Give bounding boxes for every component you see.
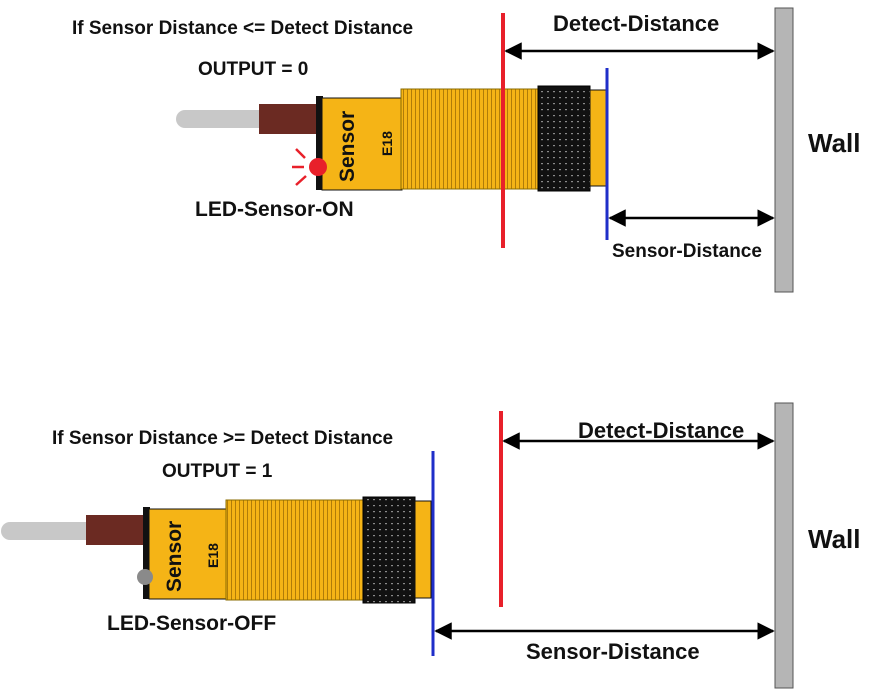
top-model-label: E18 (379, 131, 395, 156)
bottom-wall (774, 402, 794, 689)
bottom-scenario: If Sensor Distance >= Detect Distance OU… (1, 402, 860, 689)
top-sensor-distance-label: Sensor-Distance (612, 241, 762, 262)
bottom-sensor-nut (362, 496, 416, 604)
bottom-output-text: OUTPUT = 1 (162, 461, 273, 482)
bottom-sensor-cap-edge (143, 507, 150, 599)
bottom-led-off-icon (137, 569, 153, 585)
top-cable-gland (259, 104, 319, 134)
top-wall (774, 7, 794, 293)
bottom-wall-label: Wall (808, 524, 860, 554)
top-sensor: Sensor E18 (176, 85, 607, 192)
top-led-label: LED-Sensor-ON (195, 198, 354, 221)
top-sensor-threads (400, 88, 539, 190)
bottom-model-label: E18 (205, 543, 221, 568)
bottom-sensor-head (148, 508, 228, 600)
top-sensor-head (321, 97, 403, 191)
bottom-sensor-tip (414, 500, 432, 599)
top-wall-label: Wall (808, 128, 860, 158)
bottom-cable-gland (86, 515, 146, 545)
bottom-detect-label: Detect-Distance (578, 418, 744, 443)
top-led-on-icon (292, 148, 327, 186)
top-sensor-label: Sensor (336, 111, 359, 182)
bottom-sensor-threads (225, 499, 364, 601)
bottom-sensor-label: Sensor (163, 521, 186, 592)
bottom-led-label: LED-Sensor-OFF (107, 612, 276, 635)
top-scenario: If Sensor Distance <= Detect Distance OU… (72, 7, 860, 293)
top-sensor-nut (537, 85, 591, 192)
top-detect-label: Detect-Distance (553, 11, 719, 36)
bottom-sensor: Sensor E18 (1, 496, 432, 604)
top-output-text: OUTPUT = 0 (198, 59, 308, 80)
bottom-condition-text: If Sensor Distance >= Detect Distance (52, 428, 393, 449)
top-condition-text: If Sensor Distance <= Detect Distance (72, 18, 413, 39)
top-sensor-tip (589, 89, 607, 187)
bottom-sensor-distance-label: Sensor-Distance (526, 639, 700, 664)
top-sensor-cap-edge (316, 96, 323, 190)
